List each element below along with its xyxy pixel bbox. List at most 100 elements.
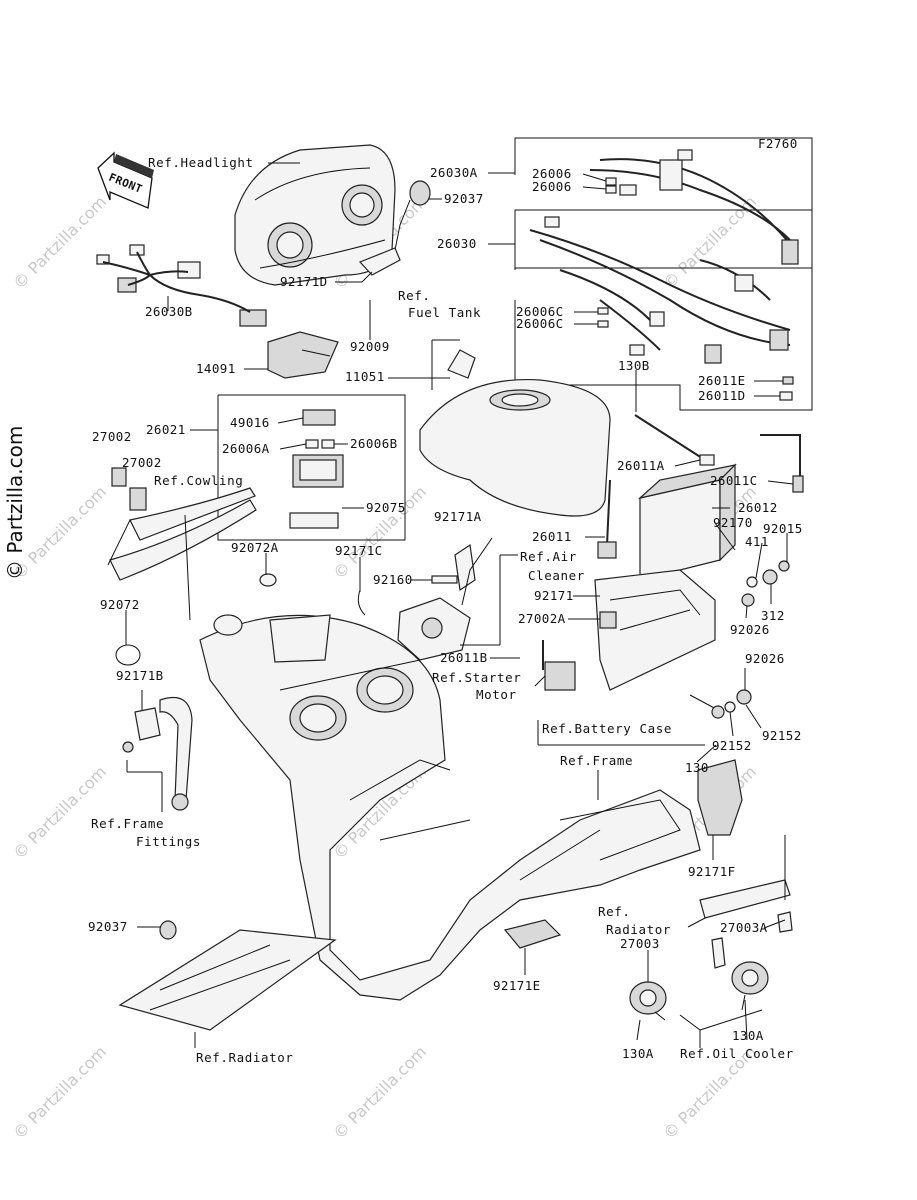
terminal-26011c bbox=[792, 475, 804, 493]
label-130: 130 bbox=[685, 760, 709, 775]
label-ref-frame-fittings-1: Ref.Frame bbox=[91, 816, 164, 831]
label-92072a: 92072A bbox=[231, 540, 279, 555]
bolt-130 bbox=[689, 694, 725, 719]
nut-312 bbox=[762, 569, 778, 585]
label-ref-starter-1: Ref.Starter bbox=[432, 670, 521, 685]
horn-27003 bbox=[629, 981, 667, 1021]
label-26011e: 26011E bbox=[698, 373, 746, 388]
label-27003a: 27003A bbox=[720, 920, 768, 935]
label-92152-1: 92152 bbox=[762, 728, 802, 743]
part-labels: Ref.Headlight 26030A 26006 26006 92037 2… bbox=[88, 155, 803, 1065]
label-26012: 26012 bbox=[738, 500, 778, 515]
radiator-edge bbox=[699, 879, 791, 919]
label-411: 411 bbox=[745, 534, 769, 549]
label-26011d: 26011D bbox=[698, 388, 746, 403]
damper-92152 bbox=[724, 701, 736, 713]
label-ref-battery-case: Ref.Battery Case bbox=[542, 721, 672, 736]
label-130a-2: 130A bbox=[732, 1028, 764, 1043]
label-26011: 26011 bbox=[532, 529, 572, 544]
watermark: © Partzilla.com bbox=[9, 1042, 110, 1143]
connector-26006b bbox=[321, 439, 335, 449]
label-14091: 14091 bbox=[196, 361, 236, 376]
label-26011c: 26011C bbox=[710, 473, 758, 488]
label-92171f: 92171F bbox=[688, 864, 736, 879]
label-92171a: 92171A bbox=[434, 509, 482, 524]
label-92026-1: 92026 bbox=[730, 622, 770, 637]
band-92160 bbox=[431, 575, 458, 584]
label-92171e: 92171E bbox=[493, 978, 541, 993]
watermark: © Partzilla.com bbox=[329, 482, 430, 583]
clamp-92171c bbox=[357, 589, 366, 616]
label-11051: 11051 bbox=[345, 369, 385, 384]
label-ref-frame-fittings-2: Fittings bbox=[136, 834, 201, 849]
relay-mount-plate bbox=[269, 614, 331, 663]
label-ref-headlight: Ref.Headlight bbox=[148, 155, 254, 170]
collar-92026 bbox=[736, 689, 752, 705]
battery-case bbox=[594, 569, 716, 691]
cable-26011b bbox=[461, 537, 493, 606]
motorcycle-frame bbox=[199, 614, 701, 1001]
label-92015: 92015 bbox=[763, 521, 803, 536]
label-92075: 92075 bbox=[366, 500, 406, 515]
label-26006c-2: 26006C bbox=[516, 316, 564, 331]
label-26006-1: 26006 bbox=[532, 166, 572, 181]
connector-26006c bbox=[597, 307, 609, 315]
connector-26006 bbox=[605, 177, 617, 186]
sub-harness-26030b bbox=[96, 244, 267, 327]
headlight-drawing bbox=[234, 144, 396, 286]
relay-27002 bbox=[129, 487, 147, 511]
horn-27003a bbox=[731, 961, 769, 1011]
label-ref-oil-cooler: Ref.Oil Cooler bbox=[680, 1046, 794, 1061]
watermark: © Partzilla.com bbox=[9, 762, 110, 863]
label-92171: 92171 bbox=[534, 588, 574, 603]
relay-27002a bbox=[599, 611, 617, 629]
radiator-guard bbox=[118, 929, 337, 1031]
label-26006c-1: 26006C bbox=[516, 304, 564, 319]
connector-26011e bbox=[782, 376, 794, 385]
label-ref-radiator-r1: Ref. bbox=[598, 904, 631, 919]
band-92072 bbox=[115, 644, 141, 666]
label-ref-frame: Ref.Frame bbox=[560, 753, 633, 768]
front-arrow-icon: FRONT bbox=[97, 151, 154, 209]
ecu-14091 bbox=[267, 331, 339, 379]
bolt-92015 bbox=[778, 560, 790, 572]
label-26011a: 26011A bbox=[617, 458, 665, 473]
label-92170: 92170 bbox=[713, 515, 753, 530]
label-ref-air-2: Cleaner bbox=[528, 568, 585, 583]
band-92037-bottom bbox=[159, 920, 177, 940]
bracket-11051 bbox=[447, 349, 476, 379]
label-26021: 26021 bbox=[146, 422, 186, 437]
figure-code: F2760 bbox=[758, 136, 798, 151]
label-92072: 92072 bbox=[100, 597, 140, 612]
label-ref-fuel-tank-2: Fuel Tank bbox=[408, 305, 481, 320]
connector-26006c bbox=[597, 320, 609, 328]
band-92072a bbox=[259, 573, 277, 587]
label-27002-2: 27002 bbox=[122, 455, 162, 470]
label-92171c: 92171C bbox=[335, 543, 383, 558]
collar-92026 bbox=[741, 593, 755, 607]
connector-26011d bbox=[779, 391, 793, 401]
bracket-92171f bbox=[697, 759, 743, 836]
battery-26012 bbox=[637, 463, 737, 581]
label-92171b: 92171B bbox=[116, 668, 164, 683]
label-312: 312 bbox=[761, 608, 785, 623]
label-92037-top: 92037 bbox=[444, 191, 484, 206]
label-27002a: 27002A bbox=[518, 611, 566, 626]
label-49016: 49016 bbox=[230, 415, 270, 430]
label-27003: 27003 bbox=[620, 936, 660, 951]
label-130b: 130B bbox=[618, 358, 650, 373]
leader-lines bbox=[125, 162, 794, 1048]
watermark: © Partzilla.com bbox=[9, 192, 110, 293]
cowling-frame bbox=[107, 487, 257, 621]
watermark: © Partzilla.com bbox=[329, 1042, 430, 1143]
connector-26006a bbox=[305, 439, 319, 449]
label-26030b: 26030B bbox=[145, 304, 193, 319]
label-26006a: 26006A bbox=[222, 441, 270, 456]
label-26011b: 26011B bbox=[440, 650, 488, 665]
pad-92075 bbox=[289, 512, 339, 529]
label-26006-2: 26006 bbox=[532, 179, 572, 194]
label-ref-radiator-bottom: Ref.Radiator bbox=[196, 1050, 294, 1065]
cover-49016 bbox=[302, 409, 336, 426]
